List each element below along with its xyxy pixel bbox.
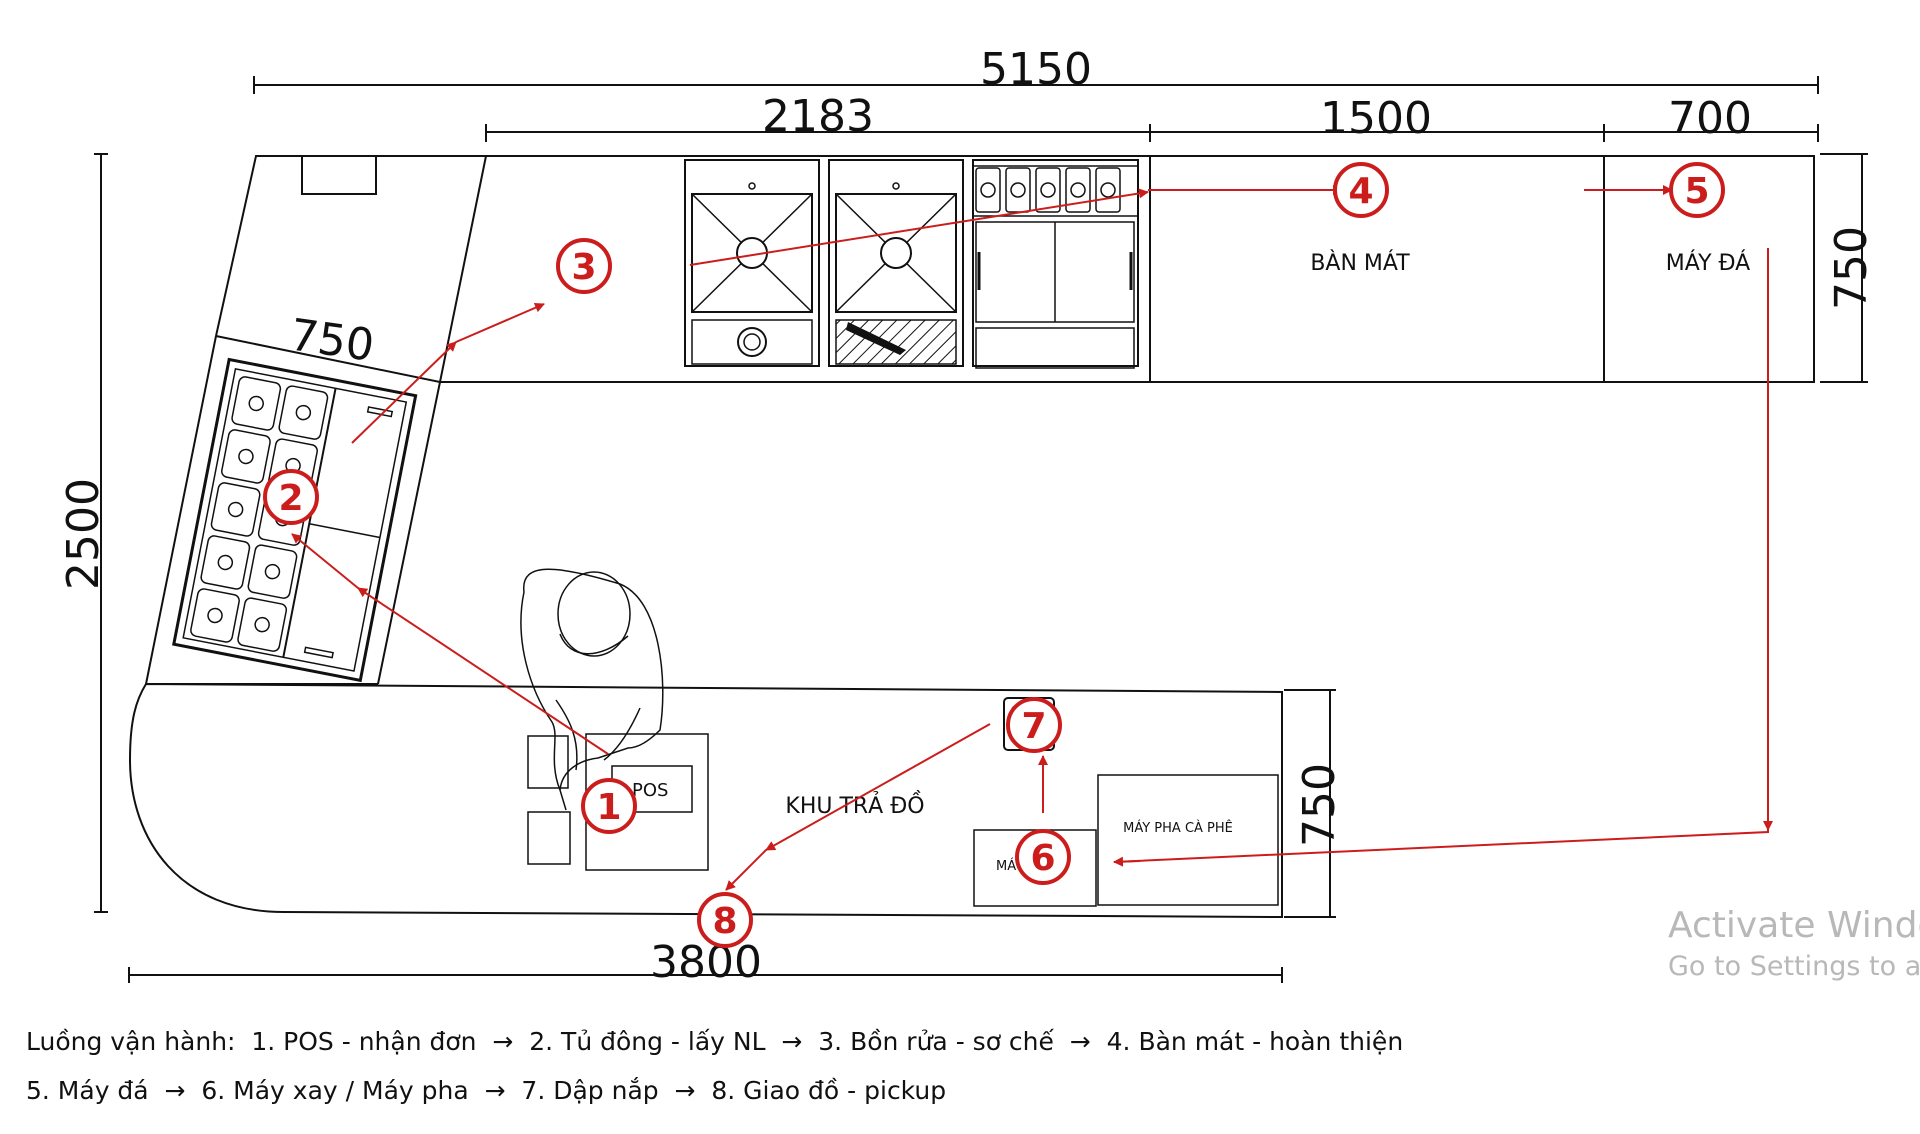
dimension-lines (94, 76, 1868, 983)
flow-arrow-1-2b (291, 533, 359, 589)
flow-caption-line-2: 5. Máy đá → 6. Máy xay / Máy pha → 7. Dậ… (26, 1076, 947, 1105)
dim-ice-width: 700 (1668, 93, 1752, 144)
step-number-5: 5 (1684, 171, 1709, 212)
step-marker-3: 3 (556, 238, 612, 294)
dim-freezer-depth: 750 (287, 310, 377, 372)
step-marker-5: 5 (1669, 162, 1725, 218)
step-marker-1: 1 (581, 778, 637, 834)
flow-arrow-1-2 (357, 587, 609, 755)
pos-label: POS (632, 780, 668, 801)
dim-total-width: 5150 (980, 44, 1092, 95)
step-marker-2: 2 (263, 469, 319, 525)
return-area-label: KHU TRẢ ĐỒ (785, 791, 924, 819)
flow-arrow-5-6 (1113, 248, 1769, 863)
activation-watermark-subtitle: Go to Settings to activ (1668, 951, 1920, 982)
dim-side-depth: 750 (1826, 226, 1877, 310)
dim-sink-width: 2183 (762, 91, 874, 142)
blender-label: MÁ (996, 858, 1016, 874)
step-number-7: 7 (1021, 706, 1046, 747)
barista-figure (520, 568, 664, 811)
cool-table-label: BÀN MÁT (1310, 250, 1410, 276)
step-marker-4: 4 (1333, 162, 1389, 218)
step-markers: 1 2 3 4 5 6 7 8 (263, 162, 1725, 948)
counter-outline (128, 155, 1815, 919)
flow-arrow-7-8b (725, 849, 767, 891)
step-marker-8: 8 (697, 892, 753, 948)
step-number-3: 3 (571, 247, 596, 288)
dim-cool-width: 1500 (1320, 93, 1432, 144)
flow-caption-line-1: Luồng vận hành: 1. POS - nhận đơn → 2. T… (26, 1027, 1404, 1056)
flow-arrow-7-8 (765, 723, 991, 851)
dim-front-depth: 750 (1294, 763, 1345, 847)
step-marker-6: 6 (1015, 829, 1071, 885)
flow-arrow-5-6-end (1113, 856, 1141, 867)
flow-arrow-3-4 (689, 188, 1149, 266)
step-marker-7: 7 (1006, 697, 1062, 753)
dim-left-height: 2500 (58, 478, 109, 590)
sink-unit (684, 159, 964, 367)
dim-bottom-width: 3800 (650, 937, 762, 988)
step-number-8: 8 (712, 901, 737, 942)
coffee-machine-label: MÁY PHA CÀ PHÊ (1123, 820, 1233, 836)
step-number-1: 1 (596, 787, 621, 828)
step-number-4: 4 (1348, 171, 1373, 212)
ice-machine-label: MÁY ĐÁ (1666, 250, 1750, 276)
flow-arrow-2-3b (455, 302, 545, 343)
flow-arrows (291, 185, 1773, 891)
step-number-2: 2 (278, 478, 303, 519)
burner-unit (972, 159, 1139, 369)
step-number-6: 6 (1030, 838, 1055, 879)
flow-arrow-2-3 (351, 341, 457, 444)
activation-watermark-title: Activate Window (1668, 905, 1920, 946)
